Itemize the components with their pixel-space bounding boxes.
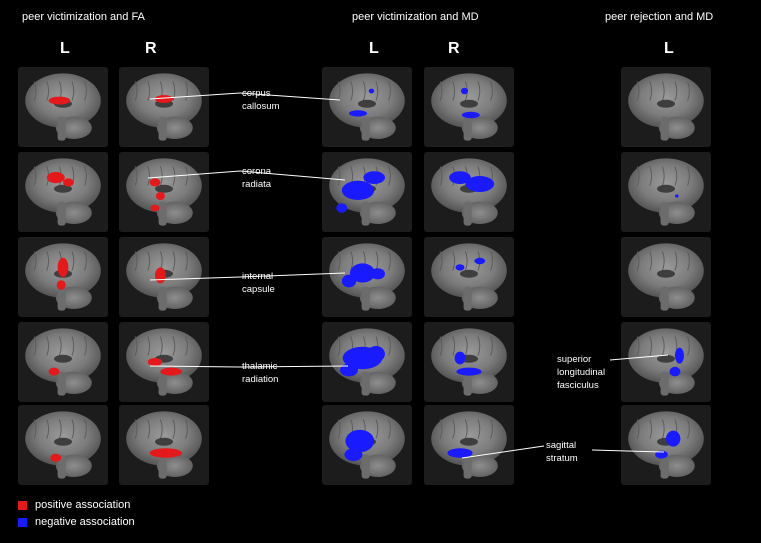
label-connector-line xyxy=(149,276,241,281)
brain-slice-panel xyxy=(18,67,108,147)
cluster-blob xyxy=(675,194,679,198)
cluster-blob xyxy=(341,180,375,200)
group-title-rejection-md: peer rejection and MD xyxy=(605,11,714,23)
cluster-blob xyxy=(675,347,684,364)
cluster-blob xyxy=(341,274,357,288)
label-corona-radiata: corona radiata xyxy=(242,166,272,190)
brain-slice-panel xyxy=(424,67,514,147)
legend-label-positive: positive association xyxy=(35,499,131,511)
brain-slice-panel xyxy=(322,237,412,317)
cluster-blob xyxy=(336,203,348,213)
group-title-victimization-md: peer victimization and MD xyxy=(352,11,479,23)
cluster-blob xyxy=(63,178,74,187)
cluster-blob xyxy=(363,171,386,185)
label-connector-line xyxy=(149,365,241,368)
brain-slice-panel xyxy=(18,152,108,232)
cluster-blob xyxy=(150,204,160,212)
brain-slice-panel xyxy=(621,237,711,317)
cluster-blob xyxy=(454,351,466,365)
brain-slice-panel xyxy=(322,405,412,485)
legend-swatch-positive xyxy=(18,500,27,510)
label-connector-line xyxy=(591,449,665,453)
brain-slice-panel xyxy=(119,152,209,232)
brain-slice-panel xyxy=(18,405,108,485)
label-connector-line xyxy=(239,92,341,101)
brain-slice-panel xyxy=(621,322,711,402)
brain-slice-panel xyxy=(322,67,412,147)
brain-slice-panel xyxy=(621,405,711,485)
cluster-blob xyxy=(666,430,681,447)
label-connector-line xyxy=(149,92,241,100)
legend-item-positive: positive association xyxy=(18,499,130,511)
brain-slice-panel xyxy=(119,67,209,147)
cluster-blob xyxy=(147,358,163,366)
label-connector-line xyxy=(239,365,349,368)
brain-slice-panel xyxy=(621,152,711,232)
group-title-victimization-fa: peer victimization and FA xyxy=(22,11,145,23)
hemisphere-label-col2: R xyxy=(145,40,157,57)
cluster-blob xyxy=(447,448,473,458)
legend-swatch-negative xyxy=(18,517,27,527)
brain-slice-panel xyxy=(119,322,209,402)
brain-slice-panel xyxy=(18,322,108,402)
cluster-blob xyxy=(655,450,668,459)
cluster-blob xyxy=(56,280,66,290)
cluster-blob xyxy=(455,264,465,271)
brain-slice-panel xyxy=(424,405,514,485)
cluster-blob xyxy=(155,192,165,200)
hemisphere-label-col5: L xyxy=(664,40,674,57)
hemisphere-label-col4: R xyxy=(448,40,460,57)
cluster-blob xyxy=(50,453,62,462)
brain-slice-panel xyxy=(119,237,209,317)
cluster-blob xyxy=(345,429,375,453)
cluster-blob xyxy=(370,268,385,280)
cluster-blob xyxy=(669,366,681,377)
label-connector-line xyxy=(239,170,346,181)
brain-slice-panel xyxy=(424,152,514,232)
cluster-blob xyxy=(465,176,495,192)
cluster-blob xyxy=(48,96,71,105)
legend-item-negative: negative association xyxy=(18,516,135,528)
brain-slice-panel xyxy=(424,322,514,402)
label-internal-capsule: internal capsule xyxy=(242,271,275,295)
label-corpus-callosum: corpus callosum xyxy=(242,88,280,112)
label-thalamic-radiation: thalamic radiation xyxy=(242,361,279,385)
cluster-blob xyxy=(46,172,65,184)
brain-slice-panel xyxy=(621,67,711,147)
cluster-blob xyxy=(349,110,367,117)
brain-slice-panel xyxy=(322,152,412,232)
label-connector-line xyxy=(239,272,346,278)
label-connector-line xyxy=(147,170,241,179)
cluster-blob xyxy=(344,448,363,461)
cluster-blob xyxy=(449,171,471,185)
cluster-blob xyxy=(474,257,486,265)
cluster-blob xyxy=(340,363,358,377)
cluster-blob xyxy=(155,95,173,103)
hemisphere-label-col1: L xyxy=(60,40,70,57)
brain-slice-panel xyxy=(424,237,514,317)
cluster-blob xyxy=(155,267,166,284)
cluster-blob xyxy=(349,263,376,283)
cluster-blob xyxy=(57,257,69,277)
brain-slice-panel xyxy=(18,237,108,317)
brain-slice-panel xyxy=(322,322,412,402)
label-sagittal-stratum: sagittal stratum xyxy=(546,440,578,464)
cluster-blob xyxy=(368,88,375,94)
label-connector-line xyxy=(461,445,545,459)
cluster-blob xyxy=(48,367,60,376)
cluster-blob xyxy=(149,178,161,187)
cluster-blob xyxy=(160,367,182,376)
label-connector-line xyxy=(609,354,669,361)
label-superior-longitudinal-fasciculus: superior longitudinal fasciculus xyxy=(557,354,606,391)
hemisphere-label-col3: L xyxy=(369,40,379,57)
legend-label-negative: negative association xyxy=(35,516,135,528)
cluster-blob xyxy=(456,367,482,376)
cluster-blob xyxy=(461,111,480,119)
cluster-blob xyxy=(149,448,182,458)
brain-slice-panel xyxy=(119,405,209,485)
cluster-blob xyxy=(367,346,385,362)
cluster-blob xyxy=(460,87,469,95)
